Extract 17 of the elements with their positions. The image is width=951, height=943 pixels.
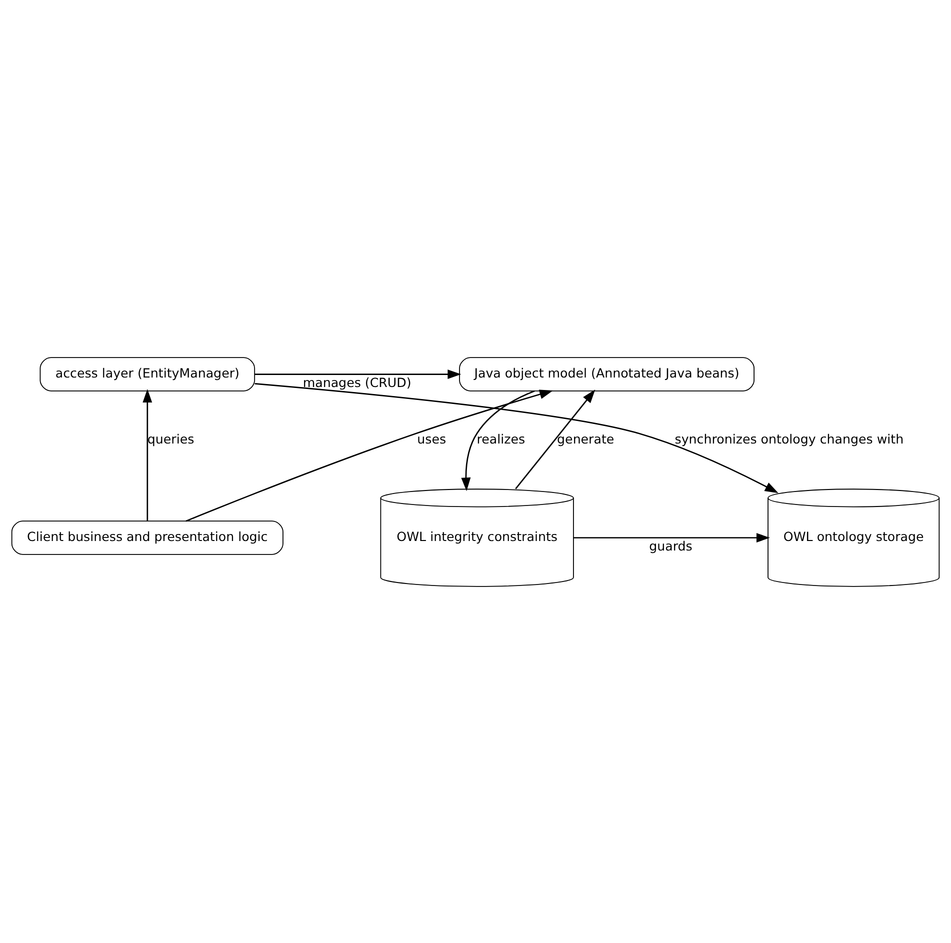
- node-box: access layer (EntityManager): [40, 356, 256, 391]
- arrow: [461, 390, 535, 491]
- arrow: [142, 388, 152, 521]
- edge-label: uses: [417, 430, 446, 446]
- edge-label: synchronizes ontology changes with: [674, 430, 904, 446]
- arrow: [186, 389, 554, 522]
- arrow: [254, 382, 778, 493]
- node-box: Java object model (Annotated Java beans): [459, 356, 754, 391]
- edge-label: guards: [649, 538, 692, 554]
- arrow: [515, 389, 596, 489]
- edge-label: realizes: [476, 430, 526, 446]
- arrow: [574, 532, 770, 542]
- node-box: Client business and presentation logic: [11, 520, 284, 554]
- edge-label: manages (CRUD): [302, 374, 412, 390]
- arrow: [254, 369, 462, 378]
- edge-label: generate: [557, 430, 614, 446]
- edge-label: queries: [147, 430, 194, 446]
